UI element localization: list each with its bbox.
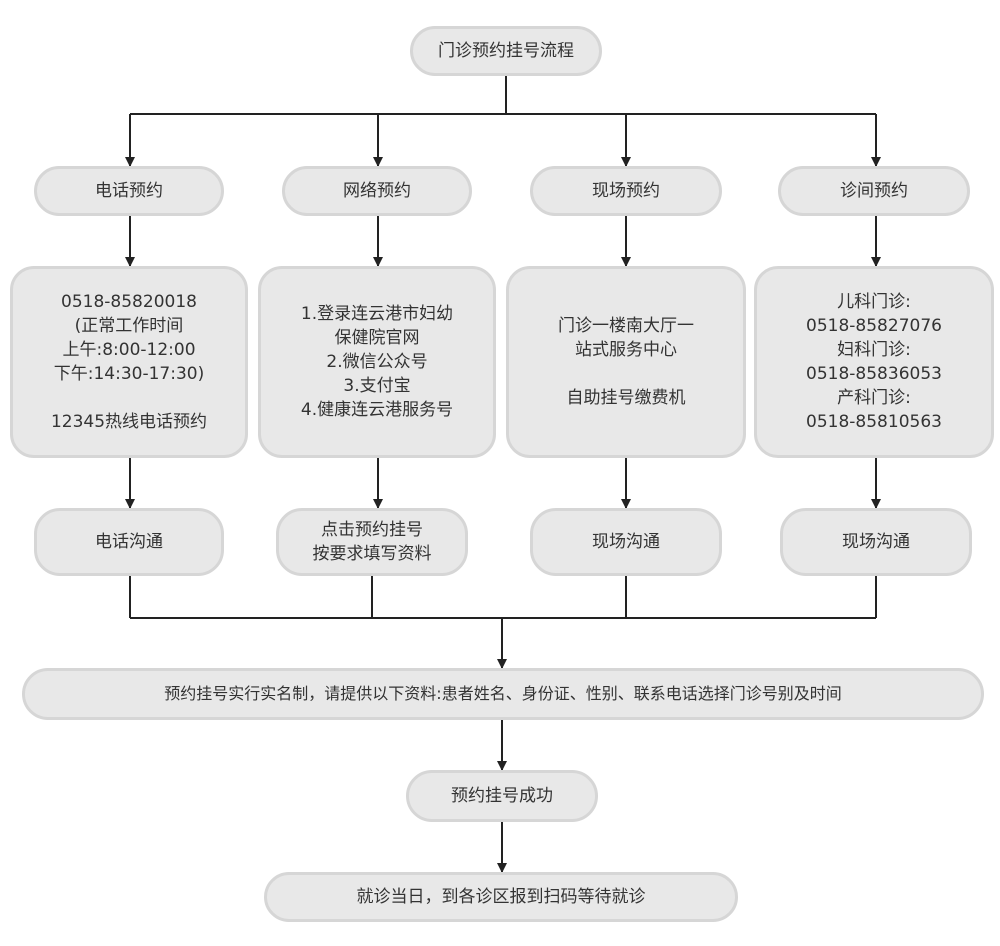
next-onsite: 现场沟通	[530, 508, 722, 576]
next-online: 点击预约挂号 按要求填写资料	[276, 508, 468, 576]
channel-online: 网络预约	[282, 166, 472, 216]
success-box: 预约挂号成功	[406, 770, 598, 822]
channel-clinic: 诊间预约	[778, 166, 970, 216]
channel-phone: 电话预约	[34, 166, 224, 216]
details-onsite: 门诊一楼南大厅一 站式服务中心 自助挂号缴费机	[506, 266, 746, 458]
details-phone: 0518-85820018 (正常工作时间 上午:8:00-12:00 下午:1…	[10, 266, 248, 458]
requirement-box: 预约挂号实行实名制，请提供以下资料:患者姓名、身份证、性别、联系电话选择门诊号别…	[22, 668, 984, 720]
next-clinic: 现场沟通	[780, 508, 972, 576]
next-phone: 电话沟通	[34, 508, 224, 576]
final-box: 就诊当日，到各诊区报到扫码等待就诊	[264, 872, 738, 922]
channel-onsite: 现场预约	[530, 166, 722, 216]
details-clinic: 儿科门诊: 0518-85827076 妇科门诊: 0518-85836053 …	[754, 266, 994, 458]
flow-title: 门诊预约挂号流程	[410, 26, 602, 76]
details-online: 1.登录连云港市妇幼 保健院官网 2.微信公众号 3.支付宝 4.健康连云港服务…	[258, 266, 496, 458]
